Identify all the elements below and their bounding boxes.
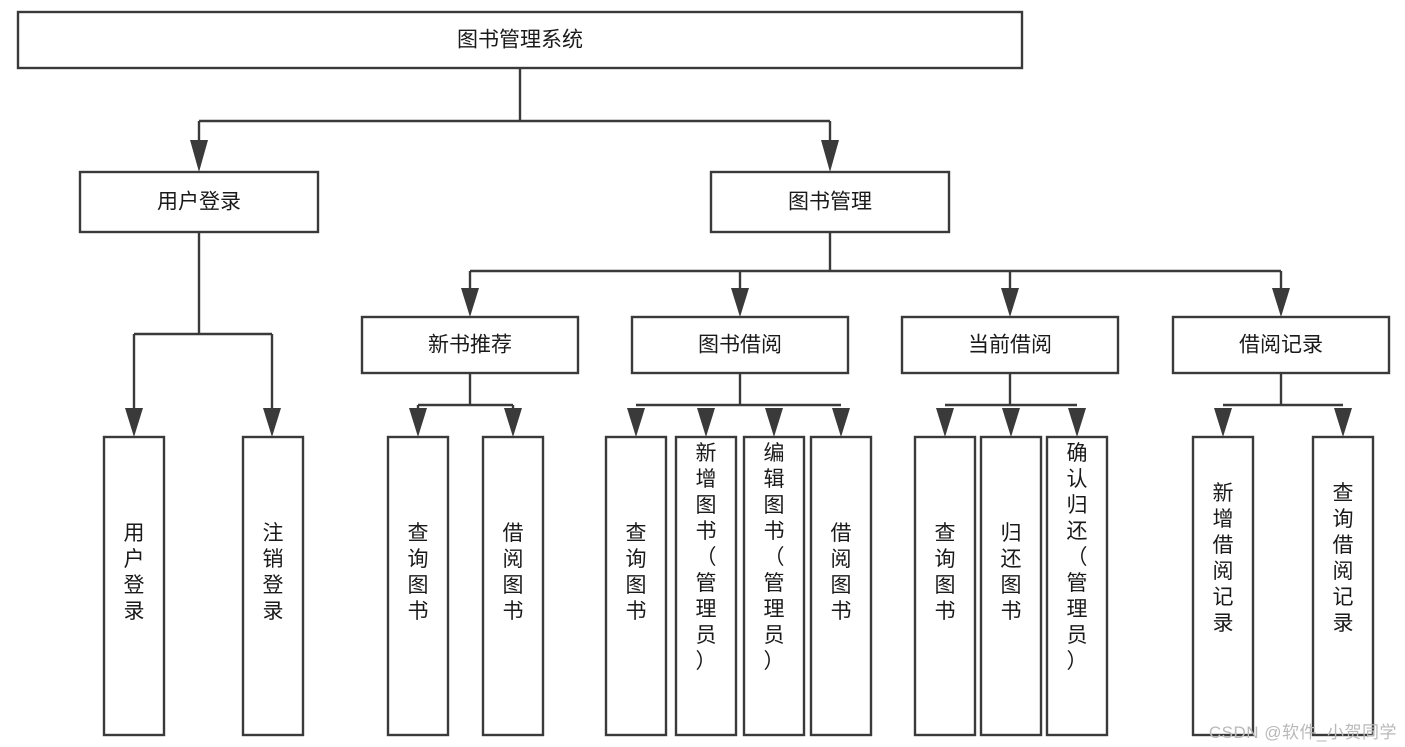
node-book-borrow[interactable]: 图书借阅 xyxy=(630,315,850,375)
node-leaf-logout-box[interactable] xyxy=(241,435,305,737)
node-leaf-edit-book-box[interactable] xyxy=(742,435,806,737)
arrow-head-leaf-add-record xyxy=(1214,408,1232,437)
node-leaf-borrow-book-rec-label: 借阅图书 xyxy=(503,522,524,623)
node-leaf-query-book-current-box[interactable] xyxy=(913,435,977,737)
node-leaf-query-record-label: 查询借阅记录 xyxy=(1333,482,1354,635)
node-leaf-query-book-current-label: 查询图书 xyxy=(935,522,956,623)
connector-current-borrow-to-leaves xyxy=(936,373,1086,437)
connector-root-to-level1 xyxy=(190,68,839,172)
node-leaf-return-book[interactable]: 归还图书 xyxy=(979,435,1043,737)
node-root-box[interactable] xyxy=(16,10,1024,70)
node-leaf-query-book-rec-box[interactable] xyxy=(386,435,450,737)
connector-book-borrow-to-leaves xyxy=(627,373,850,437)
node-user-login-box[interactable] xyxy=(78,170,320,234)
node-leaf-add-record[interactable]: 新增借阅记录 xyxy=(1191,435,1255,737)
arrow-head-leaf-user-login xyxy=(125,408,143,437)
arrow-head-leaf-query-book-current xyxy=(936,408,954,437)
node-leaf-add-record-box[interactable] xyxy=(1191,435,1255,737)
node-leaf-query-record[interactable]: 查询借阅记录 xyxy=(1311,435,1375,737)
node-leaf-user-login-label: 用户登录 xyxy=(124,522,145,623)
node-leaf-borrow-book-label: 借阅图书 xyxy=(831,522,852,623)
node-leaf-borrow-book[interactable]: 借阅图书 xyxy=(809,435,873,737)
node-leaf-confirm-return-box[interactable] xyxy=(1045,435,1109,737)
node-root[interactable]: 图书管理系统 xyxy=(16,10,1024,70)
arrow-head-leaf-edit-book xyxy=(765,408,783,437)
node-leaf-query-book-borrow-label: 查询图书 xyxy=(626,522,647,623)
arrow-head-book-borrow xyxy=(731,288,749,317)
node-leaf-query-book-current[interactable]: 查询图书 xyxy=(913,435,977,737)
node-borrow-record[interactable]: 借阅记录 xyxy=(1171,315,1391,375)
node-new-book-rec[interactable]: 新书推荐 xyxy=(360,315,580,375)
connector-user-login-to-leaves xyxy=(125,232,281,437)
node-book-manage-label: 图书管理 xyxy=(788,191,872,214)
connector-borrow-record-to-leaves xyxy=(1214,373,1352,437)
connector-new-book-rec-to-leaves xyxy=(409,373,522,437)
node-user-login-label: 用户登录 xyxy=(157,191,241,214)
arrow-head-leaf-confirm-return xyxy=(1068,408,1086,437)
arrow-head-leaf-query-record xyxy=(1334,408,1352,437)
node-leaf-query-record-box[interactable] xyxy=(1311,435,1375,737)
node-current-borrow-label: 当前借阅 xyxy=(968,334,1052,357)
arrow-head-current-borrow xyxy=(1001,288,1019,317)
node-leaf-confirm-return-label: 确认归还（管理员） xyxy=(1067,442,1088,673)
node-leaf-edit-book[interactable]: 编辑图书（管理员） xyxy=(742,435,806,737)
node-current-borrow-box[interactable] xyxy=(900,315,1120,375)
node-leaf-add-book[interactable]: 新增图书（管理员） xyxy=(674,435,738,737)
node-leaf-user-login-box[interactable] xyxy=(102,435,166,737)
node-leaf-edit-book-label: 编辑图书（管理员） xyxy=(764,442,785,673)
node-leaf-query-book-rec[interactable]: 查询图书 xyxy=(386,435,450,737)
node-leaf-add-book-label: 新增图书（管理员） xyxy=(696,442,717,673)
arrow-head-book-manage xyxy=(821,140,839,172)
node-leaf-query-book-rec-label: 查询图书 xyxy=(408,522,429,623)
arrow-head-leaf-add-book xyxy=(697,408,715,437)
node-new-book-rec-box[interactable] xyxy=(360,315,580,375)
node-leaf-borrow-book-box[interactable] xyxy=(809,435,873,737)
node-current-borrow[interactable]: 当前借阅 xyxy=(900,315,1120,375)
node-book-manage-box[interactable] xyxy=(709,170,951,234)
arrow-head-leaf-borrow-book xyxy=(832,408,850,437)
watermark-text: CSDN @软件_小贺同学 xyxy=(1208,723,1397,742)
arrow-head-leaf-query-book-borrow xyxy=(627,408,645,437)
node-leaf-return-book-label: 归还图书 xyxy=(1001,522,1022,623)
node-leaf-add-record-label: 新增借阅记录 xyxy=(1213,482,1234,635)
node-leaf-logout-label: 注销登录 xyxy=(263,522,284,623)
node-leaf-query-book-borrow[interactable]: 查询图书 xyxy=(604,435,668,737)
node-user-login[interactable]: 用户登录 xyxy=(78,170,320,234)
arrow-head-borrow-record xyxy=(1272,288,1290,317)
node-borrow-record-box[interactable] xyxy=(1171,315,1391,375)
arrow-head-leaf-return-book xyxy=(1002,408,1020,437)
node-new-book-rec-label: 新书推荐 xyxy=(428,334,512,357)
node-leaf-confirm-return[interactable]: 确认归还（管理员） xyxy=(1045,435,1109,737)
arrow-head-leaf-query-book-rec xyxy=(409,408,427,437)
node-leaf-borrow-book-rec-box[interactable] xyxy=(481,435,545,737)
node-book-borrow-box[interactable] xyxy=(630,315,850,375)
node-leaf-logout[interactable]: 注销登录 xyxy=(241,435,305,737)
node-root-label: 图书管理系统 xyxy=(457,29,583,52)
arrow-head-leaf-logout xyxy=(263,408,281,437)
node-leaf-add-book-box[interactable] xyxy=(674,435,738,737)
node-leaf-query-book-borrow-box[interactable] xyxy=(604,435,668,737)
arrow-head-leaf-borrow-book-rec xyxy=(504,408,522,437)
node-book-borrow-label: 图书借阅 xyxy=(698,334,782,357)
arrow-head-user-login xyxy=(190,140,208,172)
node-leaf-user-login[interactable]: 用户登录 xyxy=(102,435,166,737)
node-leaf-return-book-box[interactable] xyxy=(979,435,1043,737)
node-borrow-record-label: 借阅记录 xyxy=(1239,334,1323,357)
arrow-head-new-book-rec xyxy=(461,288,479,317)
connector-book-manage-to-level2 xyxy=(461,232,1290,317)
node-leaf-borrow-book-rec[interactable]: 借阅图书 xyxy=(481,435,545,737)
node-book-manage[interactable]: 图书管理 xyxy=(709,170,951,234)
